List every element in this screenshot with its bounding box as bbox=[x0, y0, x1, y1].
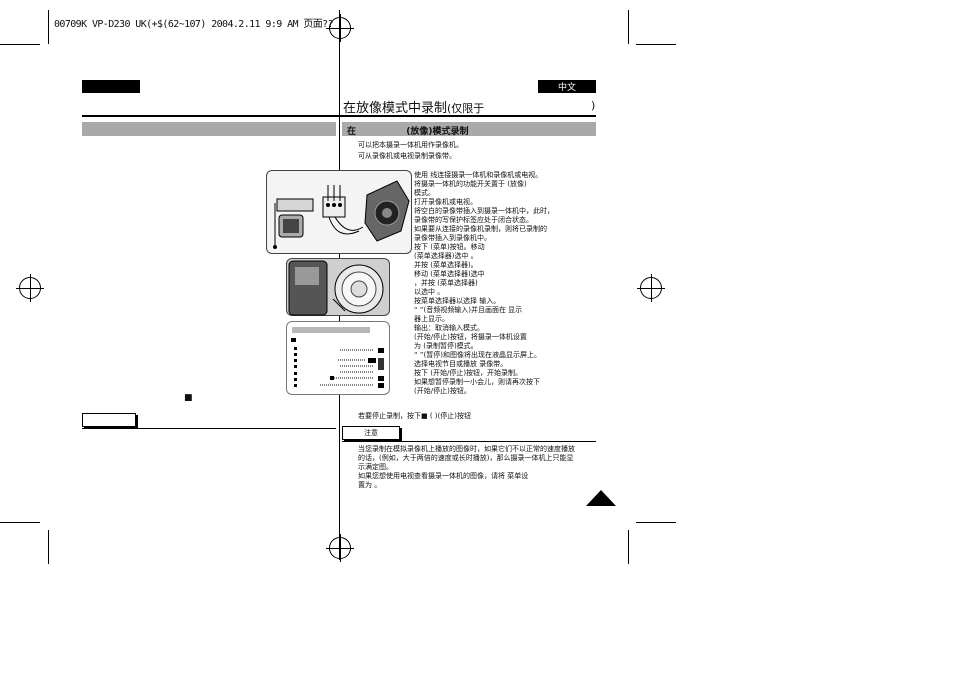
language-tab: 中文 bbox=[538, 80, 596, 93]
step-line: (开始/停止)按钮。 bbox=[414, 387, 471, 395]
section-heading: 在 (放像)模式录制 bbox=[347, 124, 469, 137]
step-line: “ ”(暂停)和图像将出现在液晶显示屏上。 bbox=[414, 351, 541, 359]
step-line: (菜单选择器)选中 。 bbox=[414, 252, 478, 260]
left-label-rule bbox=[82, 428, 336, 429]
registration-mark-icon bbox=[637, 274, 665, 302]
step-line: “ ”(音频视频输入)并且画面在 显示 bbox=[414, 306, 523, 314]
title-rule bbox=[82, 115, 596, 117]
registration-mark-icon bbox=[326, 14, 354, 42]
crop-mark bbox=[48, 530, 49, 564]
notes-list: 当您录制在模拟录像机上播放的图像时，如果它们不以正常的速度播放 的话，(例如，大… bbox=[358, 445, 575, 490]
menu-title-bar bbox=[292, 327, 370, 333]
step-line: 按下 (开始/停止)按钮，开始录制。 bbox=[414, 369, 523, 377]
stop-icon: ■ bbox=[184, 393, 193, 403]
step-line: 打开录像机或电视。 bbox=[414, 198, 477, 206]
connection-diagram bbox=[266, 170, 412, 254]
step-line: 选择电视节目或播放 录像带。 bbox=[414, 360, 508, 368]
note-line: 的话，(例如，大于两倍的速度或长时播放)，那么摄录一体机上只能显 bbox=[358, 454, 574, 462]
step-line: 器上显示。 bbox=[414, 315, 449, 323]
header-tab-left bbox=[82, 80, 140, 93]
right-section-bar bbox=[342, 122, 596, 136]
crop-mark bbox=[0, 44, 40, 45]
next-page-triangle-icon bbox=[586, 490, 616, 506]
step-line: 以选中 。 bbox=[414, 288, 445, 296]
step-line: 模式。 bbox=[414, 189, 435, 197]
step-line: ，并按 (菜单选择器) bbox=[414, 279, 478, 287]
note-label-box: 注意 bbox=[342, 426, 400, 440]
title-paren: (仅限于 bbox=[447, 102, 485, 115]
crop-mark bbox=[628, 10, 629, 44]
section-title: (放像)模式录制 bbox=[406, 127, 469, 137]
note-label: 注意 bbox=[364, 428, 378, 437]
steps-list: 使用 线连接摄录一体机和录像机或电视。 将摄录一体机的功能开关置于 (放像) 模… bbox=[414, 171, 596, 396]
note-line: 如果您想使用电视查看摄录一体机的图像，请将 菜单设 bbox=[358, 472, 529, 480]
step-line: 并按 (菜单选择器)。 bbox=[414, 261, 478, 269]
crop-mark bbox=[636, 44, 676, 45]
step-line: 使用 线连接摄录一体机和录像机或电视。 bbox=[414, 171, 543, 179]
step-line: (开始/停止)按钮，将摄录一体机设置 bbox=[414, 333, 527, 341]
section-prefix: 在 bbox=[347, 127, 357, 137]
page-title: 在放像模式中录制(仅限于 bbox=[343, 97, 484, 116]
note-line: 置为 。 bbox=[358, 481, 382, 489]
step-line: 如果想暂停录制一小会儿，则请再次按下 bbox=[414, 378, 540, 386]
crop-mark bbox=[636, 522, 676, 523]
menu-screen-image bbox=[286, 321, 390, 395]
crop-mark bbox=[48, 10, 49, 44]
left-section-bar bbox=[82, 122, 336, 136]
step-line: 为 (录制暂停)模式。 bbox=[414, 342, 478, 350]
intro-line-1: 可以把本摄录一体机用作录像机。 bbox=[358, 141, 463, 149]
step-line: 录像带插入到录像机中。 bbox=[414, 234, 491, 242]
step-line: 将摄录一体机的功能开关置于 (放像) bbox=[414, 180, 527, 188]
note-line: 当您录制在模拟录像机上播放的图像时，如果它们不以正常的速度播放 bbox=[358, 445, 575, 453]
title-close: ) bbox=[591, 99, 596, 112]
crop-mark bbox=[0, 522, 40, 523]
step-line: 按下 (菜单)按钮。移动 bbox=[414, 243, 485, 251]
step-line: 输出：取消输入模式。 bbox=[414, 324, 484, 332]
step-line: 将空白的录像带插入到摄录一体机中，此时， bbox=[414, 207, 554, 215]
note-rule bbox=[342, 441, 596, 442]
step-line: 录像带的写保护标签应处于闭合状态。 bbox=[414, 216, 533, 224]
crop-mark bbox=[628, 530, 629, 564]
stop-instruction: 若要停止录制，按下■ ( )(停止)按钮 bbox=[358, 412, 471, 420]
camera-closeup-image bbox=[286, 258, 390, 316]
intro-line-2: 可从录像机或电视录制录像带。 bbox=[358, 152, 456, 160]
step-line: 按菜单选择器以选择 输入。 bbox=[414, 297, 501, 305]
registration-mark-icon bbox=[326, 534, 354, 562]
left-label-box bbox=[82, 413, 136, 427]
title-main: 在放像模式中录制 bbox=[343, 101, 448, 116]
print-slug: 00709K VP-D230 UK(+$(62~107) 2004.2.11 9… bbox=[54, 19, 334, 30]
registration-mark-icon bbox=[16, 274, 44, 302]
step-line: 移动 (菜单选择器)选中 bbox=[414, 270, 485, 278]
step-line: 如果要从连接的录像机录制，则将已录制的 bbox=[414, 225, 547, 233]
note-line: 示满定图。 bbox=[358, 463, 393, 471]
